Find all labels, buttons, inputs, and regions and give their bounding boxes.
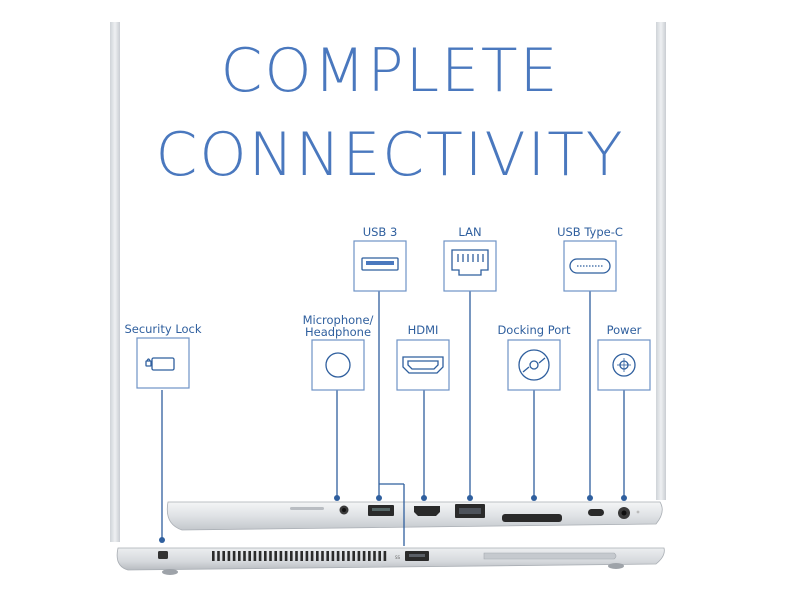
connector-lines	[161, 291, 625, 546]
label-lan: LAN	[458, 225, 482, 239]
usb-c-icon	[569, 258, 611, 274]
svg-text:SS: SS	[395, 555, 401, 560]
power-jack-icon	[612, 353, 636, 377]
label-hdmi: HDMI	[407, 323, 439, 337]
ethernet-icon	[451, 249, 489, 276]
label-power: Power	[606, 323, 642, 337]
label-microphone: Microphone/	[302, 313, 374, 327]
security-lock-slot	[158, 551, 168, 559]
upper-laptop	[166, 501, 663, 531]
left-frame-panel	[110, 22, 120, 542]
label-usb3: USB 3	[362, 225, 398, 239]
lower-laptop: SS	[116, 547, 665, 575]
vent-grille	[212, 551, 387, 561]
hdmi-box	[396, 339, 450, 391]
line-end-dots	[159, 495, 627, 543]
label-docking-port: Docking Port	[497, 323, 571, 337]
audio-jack-box	[311, 339, 365, 391]
label-usb-type-c: USB Type-C	[557, 225, 623, 239]
usb-c-port	[588, 509, 604, 516]
headline-line-1: COMPLETE	[220, 36, 560, 106]
label-security-lock: Security Lock	[124, 322, 202, 336]
audio-jack-icon	[325, 352, 351, 378]
usb3-box	[353, 240, 407, 292]
docking-port	[502, 514, 562, 522]
docking-box	[507, 339, 561, 391]
right-frame-panel	[656, 22, 666, 500]
usb-a-icon	[361, 257, 399, 271]
label-headphone: Headphone	[304, 325, 372, 339]
hdmi-port	[414, 506, 440, 516]
lan-box	[443, 240, 497, 292]
headline-line-2: CONNECTIVITY	[155, 120, 625, 190]
docking-port-icon	[518, 349, 550, 381]
lock-icon	[145, 357, 175, 371]
security-lock-box	[136, 337, 190, 389]
hdmi-icon	[402, 356, 444, 374]
